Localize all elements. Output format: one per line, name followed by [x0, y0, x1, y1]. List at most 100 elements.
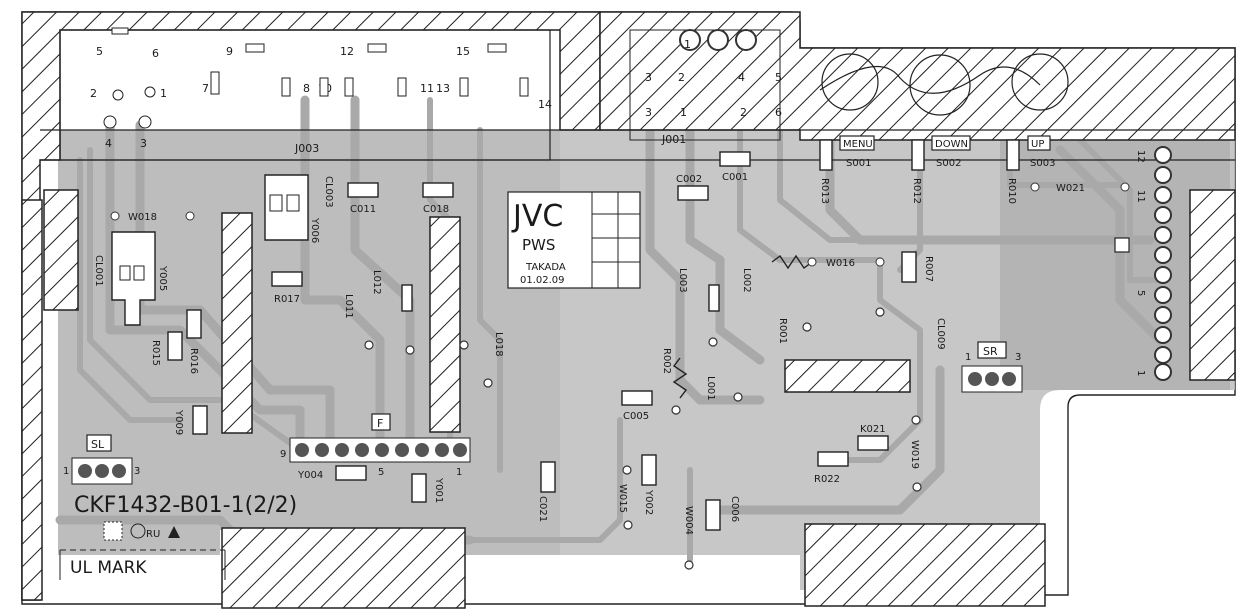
right-connector: 12 11 5 1 [1114, 146, 1172, 381]
logo-brand: JVC [511, 199, 563, 234]
pin-number: 4 [738, 71, 745, 84]
keepout-areas [21, 11, 1236, 609]
y004-label: Y004 [297, 470, 323, 481]
switch-up-ref: S003 [1030, 158, 1055, 169]
crystal-area-left: CL001 Y005 Y006 CL003 [93, 174, 334, 326]
l001-label: L001 [705, 376, 716, 401]
sr-pin-right: 3 [1015, 352, 1021, 363]
c021-label: C021 [537, 496, 548, 522]
pin-number: 5 [775, 71, 782, 84]
r010-label: R010 [1006, 178, 1017, 204]
j003-pins [103, 27, 529, 129]
l012-label: L012 [371, 270, 382, 295]
r002-label: R002 [661, 348, 672, 374]
j001-label: J001 [661, 133, 686, 146]
r001-label: R001 [777, 318, 788, 344]
w004-label: W004 [683, 506, 694, 535]
pin-number: 8 [303, 82, 310, 95]
c002-label: C002 [676, 174, 702, 185]
cl-pin-label: 5 [1135, 290, 1146, 296]
vias [364, 307, 922, 570]
pin-number: 1 [160, 87, 167, 100]
inductors: L003 L002 L001 L012 L011 L018 [343, 268, 752, 401]
l002-label: L002 [741, 268, 752, 293]
board-part-number: CKF1432-B01-1(2/2) [74, 493, 297, 518]
c005-label: C005 [623, 411, 649, 422]
pin-number: 1 [680, 106, 687, 119]
header-j001: J001 1 3 2 4 5 3 1 2 6 [629, 29, 782, 146]
cl001-label: CL001 [93, 255, 104, 287]
ul-mark-label: UL MARK [70, 558, 147, 578]
y009-label: Y009 [173, 409, 184, 435]
pin-number: 2 [678, 71, 685, 84]
jumper-w021: W021 [1030, 182, 1130, 194]
c011-label: C011 [350, 204, 376, 215]
pin-number: 12 [340, 45, 354, 58]
y001-label: Y001 [433, 477, 444, 503]
pin-number: 2 [90, 87, 97, 100]
cl-pin-label: 1 [1135, 370, 1146, 376]
switch-pads [819, 53, 1069, 116]
board-markings: CKF1432-B01-1(2/2) RU UL MARK [59, 493, 297, 580]
f-connector: F 9 5 1 Y004 Y001 [280, 413, 471, 503]
l003-label: L003 [677, 268, 688, 293]
pin-number: 11 [420, 82, 434, 95]
y006-label: Y006 [309, 217, 320, 243]
pin-number: 2 [740, 106, 747, 119]
r007-label: R007 [923, 256, 934, 282]
bottom-mid-parts: W015 Y002 W004 [617, 454, 694, 535]
w015-label: W015 [617, 484, 628, 513]
j003-label: J003 [294, 142, 319, 155]
pin-number: 6 [152, 47, 159, 60]
svg-text:RU: RU [146, 529, 160, 540]
jvc-logo: JVC PWS TAKADA 01.02.09 [507, 191, 641, 289]
pin-number: 4 [105, 137, 112, 150]
k021-label: K021 [860, 424, 886, 435]
pin-number: 5 [96, 45, 103, 58]
cl-pin-label: 11 [1135, 190, 1146, 203]
capacitors: C011 C018 C002 C001 C005 C006 C021 [347, 151, 751, 531]
pin-number: 3 [645, 71, 652, 84]
l018-label: L018 [493, 332, 504, 357]
resistor-labels: R001 R002 [661, 318, 788, 374]
c018-label: C018 [423, 204, 449, 215]
sr-label: SR [983, 345, 998, 358]
switch-menu-label: MENU [843, 139, 873, 150]
header-j003: J003 [40, 29, 1235, 161]
cl009-label: CL009 [935, 318, 946, 350]
r015-label: R015 [150, 340, 161, 366]
f-pin-mid: 5 [378, 467, 384, 478]
r016-label: R016 [188, 348, 199, 374]
sl-pin-right: 3 [134, 466, 140, 477]
y002-label: Y002 [643, 489, 654, 515]
pin-number: 15 [456, 45, 470, 58]
sl-label: SL [91, 438, 105, 451]
l011-label: L011 [343, 294, 354, 319]
pin-number: 1 [684, 38, 691, 51]
w019-label: W019 [909, 440, 920, 469]
logo-line3: TAKADA [525, 262, 566, 273]
pin-number: 9 [226, 45, 233, 58]
pin-number: 14 [538, 98, 552, 111]
left-resistors: R017 R015 R016 Y009 [150, 271, 303, 435]
pin-number: 3 [645, 106, 652, 119]
pin-number: 3 [140, 137, 147, 150]
sr-connector: SR 1 3 [961, 341, 1023, 393]
jumper-w018: W018 [110, 211, 195, 223]
pin-number: 6 [775, 106, 782, 119]
sl-connector: SL 1 3 [63, 434, 140, 485]
switch-up-label: UP [1031, 139, 1044, 150]
c001-label: C001 [722, 172, 748, 183]
bottom-right-parts: K021 R022 W019 [814, 424, 920, 485]
logo-line4: 01.02.09 [520, 275, 565, 286]
r012-label: R012 [911, 178, 922, 204]
logo-line2: PWS [522, 236, 555, 254]
ul-symbols: RU [103, 521, 180, 541]
pin-number: 13 [436, 82, 450, 95]
f-pin-left: 9 [280, 449, 286, 460]
pin-number: 7 [202, 82, 209, 95]
r013-label: R013 [819, 178, 830, 204]
w021-label: W021 [1056, 183, 1085, 194]
switch-down-ref: S002 [936, 158, 961, 169]
